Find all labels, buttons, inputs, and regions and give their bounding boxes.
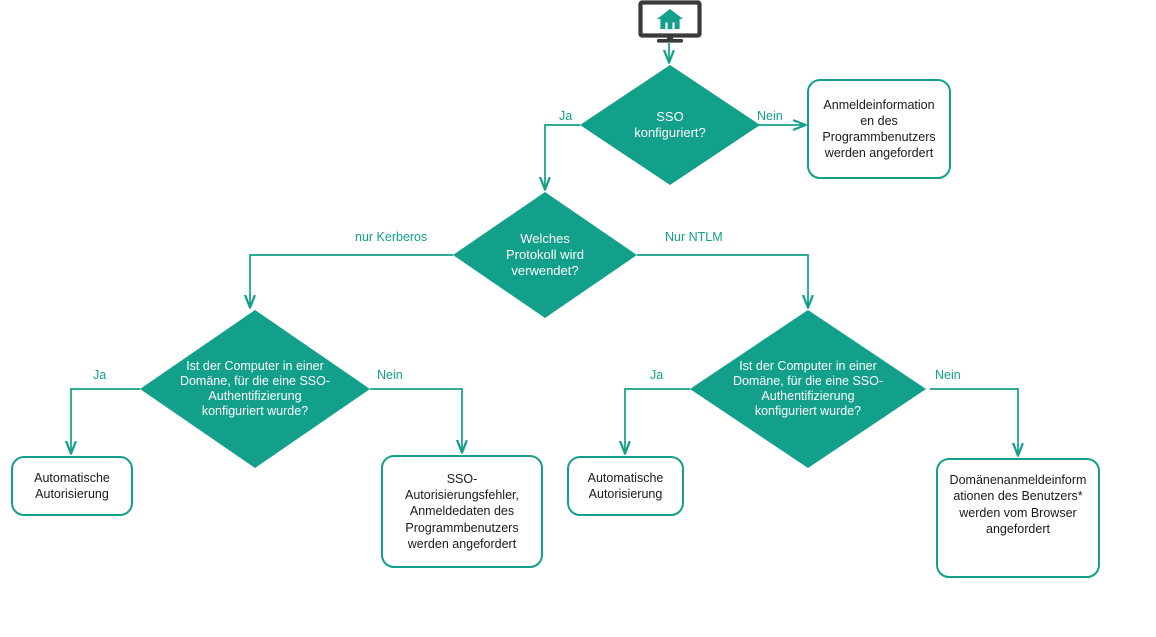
process-domain-credentials-browser-label: Domänenanmeldeinform ationen des Benutze… — [949, 473, 1087, 536]
edge-label-sso-nein: Nein — [757, 109, 783, 123]
decision-which-protocol-label: Welches Protokoll wird verwendet? — [505, 231, 585, 278]
edge-label-proto-ntlm: Nur NTLM — [665, 230, 723, 244]
decision-sso-configured[interactable]: SSO konfiguriert? — [580, 65, 760, 185]
edge-label-proto-kerberos: nur Kerberos — [355, 230, 428, 244]
decision-which-protocol[interactable]: Welches Protokoll wird verwendet? — [453, 192, 637, 318]
edge-label-ntlm-ja: Ja — [650, 368, 664, 382]
process-auto-auth-left[interactable]: Automatische Autorisierung — [11, 456, 133, 516]
edge-sso-ja — [545, 124, 580, 189]
edge-ntlm-ja — [625, 388, 690, 453]
process-domain-credentials-browser[interactable]: Domänenanmeldeinform ationen des Benutze… — [936, 458, 1100, 578]
edge-proto-ntlm — [637, 254, 808, 307]
decision-sso-configured-label: SSO konfiguriert? — [634, 109, 706, 140]
process-sso-error[interactable]: SSO- Autorisierungsfehler, Anmeldedaten … — [381, 455, 543, 568]
decision-domain-check-ntlm-label: Ist der Computer in einer Domäne, für di… — [732, 358, 884, 419]
process-auto-auth-left-label: Automatische Autorisierung — [34, 470, 110, 501]
edge-ntlm-nein — [930, 388, 1018, 455]
process-sso-error-label: SSO- Autorisierungsfehler, Anmeldedaten … — [405, 471, 519, 551]
process-program-user-credentials[interactable]: Anmeldeinformation en des Programmbenutz… — [807, 79, 951, 179]
decision-domain-check-ntlm[interactable]: Ist der Computer in einer Domäne, für di… — [690, 310, 926, 468]
edge-label-kerberos-ja: Ja — [93, 368, 107, 382]
edge-kerberos-nein — [370, 388, 462, 452]
edge-label-kerberos-nein: Nein — [377, 368, 403, 382]
edge-label-sso-ja: Ja — [559, 109, 573, 123]
process-auto-auth-right-label: Automatische Autorisierung — [587, 470, 664, 501]
monitor-home-icon — [636, 0, 704, 45]
decision-domain-check-kerberos-label: Ist der Computer in einer Domäne, für di… — [179, 358, 331, 419]
edge-proto-kerberos — [250, 254, 453, 307]
process-program-user-credentials-label: Anmeldeinformation en des Programmbenutz… — [822, 97, 936, 161]
process-auto-auth-right[interactable]: Automatische Autorisierung — [567, 456, 684, 516]
decision-domain-check-kerberos[interactable]: Ist der Computer in einer Domäne, für di… — [140, 310, 370, 468]
edge-label-ntlm-nein: Nein — [935, 368, 961, 382]
edge-kerberos-ja — [71, 388, 140, 453]
